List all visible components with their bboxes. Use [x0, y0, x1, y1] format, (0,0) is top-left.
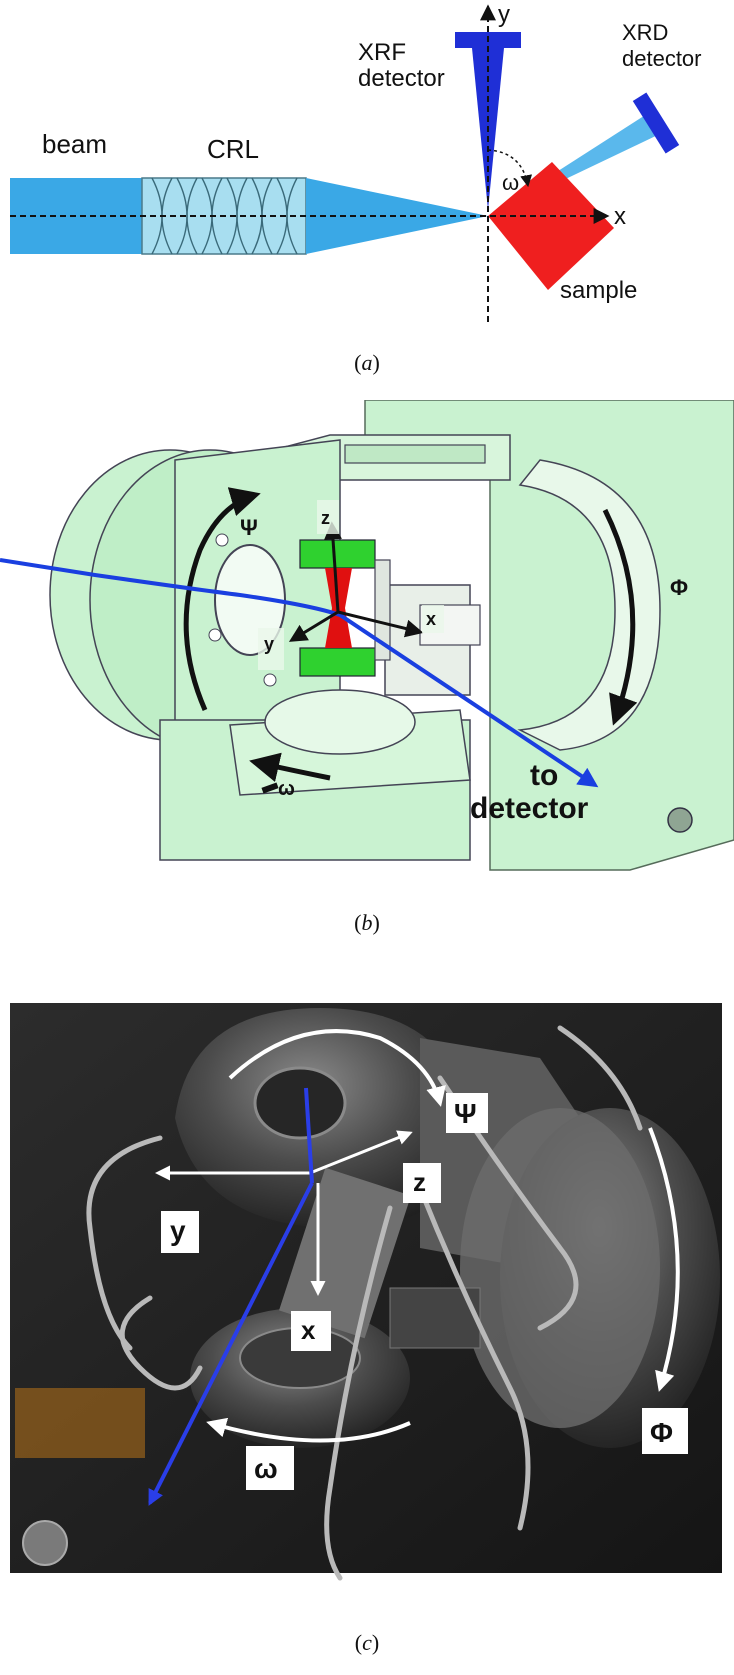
- omega-label: ω: [254, 1453, 278, 1484]
- caption-b: (b): [354, 910, 380, 935]
- omega-turntable: [264, 689, 416, 755]
- phi-label-box: [642, 1408, 688, 1454]
- phi-stage-face: [460, 1108, 660, 1428]
- focused-beam: [306, 178, 488, 254]
- omega-arrow: [249, 752, 331, 782]
- bolt-hole-1: [215, 533, 229, 547]
- beam-in: [304, 1087, 314, 1184]
- y-label: y: [170, 1215, 186, 1246]
- z-axis-arrow: [309, 1130, 413, 1175]
- psi-label: Ψ: [454, 1098, 477, 1129]
- phi-arrow: [648, 1127, 680, 1392]
- knob: [22, 1520, 68, 1566]
- x-axis-arrow: [337, 610, 424, 638]
- x-label-box: [422, 605, 444, 633]
- holder-top: [299, 539, 376, 569]
- z-label: z: [321, 508, 330, 528]
- crossbar: [344, 444, 486, 464]
- x-label: x: [426, 609, 436, 629]
- bolt-hole-2: [208, 628, 222, 642]
- y-axis-label: y: [498, 1, 510, 28]
- to-label: to: [530, 759, 558, 792]
- x-axis-label: x: [614, 203, 626, 230]
- phi-label: Φ: [670, 575, 688, 600]
- psi-arrow: [228, 1029, 446, 1107]
- caption-c: (c): [354, 1630, 380, 1655]
- bolt-hole-3: [263, 673, 277, 687]
- holder-bracket: [374, 559, 391, 661]
- y-axis-arrow: [288, 610, 339, 642]
- detector-label: detector: [470, 792, 589, 825]
- y-label-box: [258, 628, 284, 670]
- phi-label: Φ: [650, 1417, 673, 1448]
- xrd-label-line2: detector: [622, 46, 702, 71]
- z-axis-arrow: [324, 521, 342, 613]
- z-label-box: [317, 500, 339, 534]
- sample-square: [488, 162, 614, 290]
- xrf-label-line2: detector: [358, 65, 445, 92]
- omega-label: ω: [502, 170, 519, 195]
- panel-b-diagram: Φ Ψ ω z x y to detector: [0, 400, 734, 871]
- omega-arrow: [206, 1417, 411, 1443]
- x-label: x: [301, 1315, 316, 1345]
- x-label-box: [291, 1311, 331, 1351]
- omega-label-box: [246, 1446, 294, 1490]
- psi-label: Ψ: [240, 515, 258, 540]
- holder-bottom: [299, 647, 376, 677]
- mount-hole: [667, 807, 693, 833]
- psi-bore: [253, 1066, 347, 1140]
- phi-arrow: [602, 508, 638, 726]
- beam-out: [148, 1182, 314, 1506]
- psi-arrow: [183, 487, 261, 712]
- psi-bore: [214, 544, 286, 656]
- beam-path: [0, 558, 599, 788]
- beam-label: beam: [42, 129, 107, 159]
- psi-label-box: [446, 1093, 488, 1133]
- panel-c-photo: Ψ z y x ω Φ: [10, 1003, 722, 1581]
- knob: [261, 782, 279, 794]
- z-label-box: [403, 1163, 441, 1203]
- sample-label: sample: [560, 277, 637, 304]
- caption-a: (a): [354, 350, 380, 375]
- y-label-box: [161, 1211, 199, 1253]
- xrd-detector: [632, 92, 680, 154]
- xrf-label-line1: XRF: [358, 39, 406, 66]
- panel-a-diagram: beam CRL XRF detector XRD detector y x ω…: [10, 1, 702, 322]
- y-label: y: [264, 634, 274, 654]
- crl-label: CRL: [207, 134, 259, 164]
- xrd-label-line1: XRD: [622, 20, 668, 45]
- omega-label: ω: [278, 778, 295, 800]
- z-label: z: [413, 1167, 426, 1197]
- orange-bracket: [15, 1388, 145, 1458]
